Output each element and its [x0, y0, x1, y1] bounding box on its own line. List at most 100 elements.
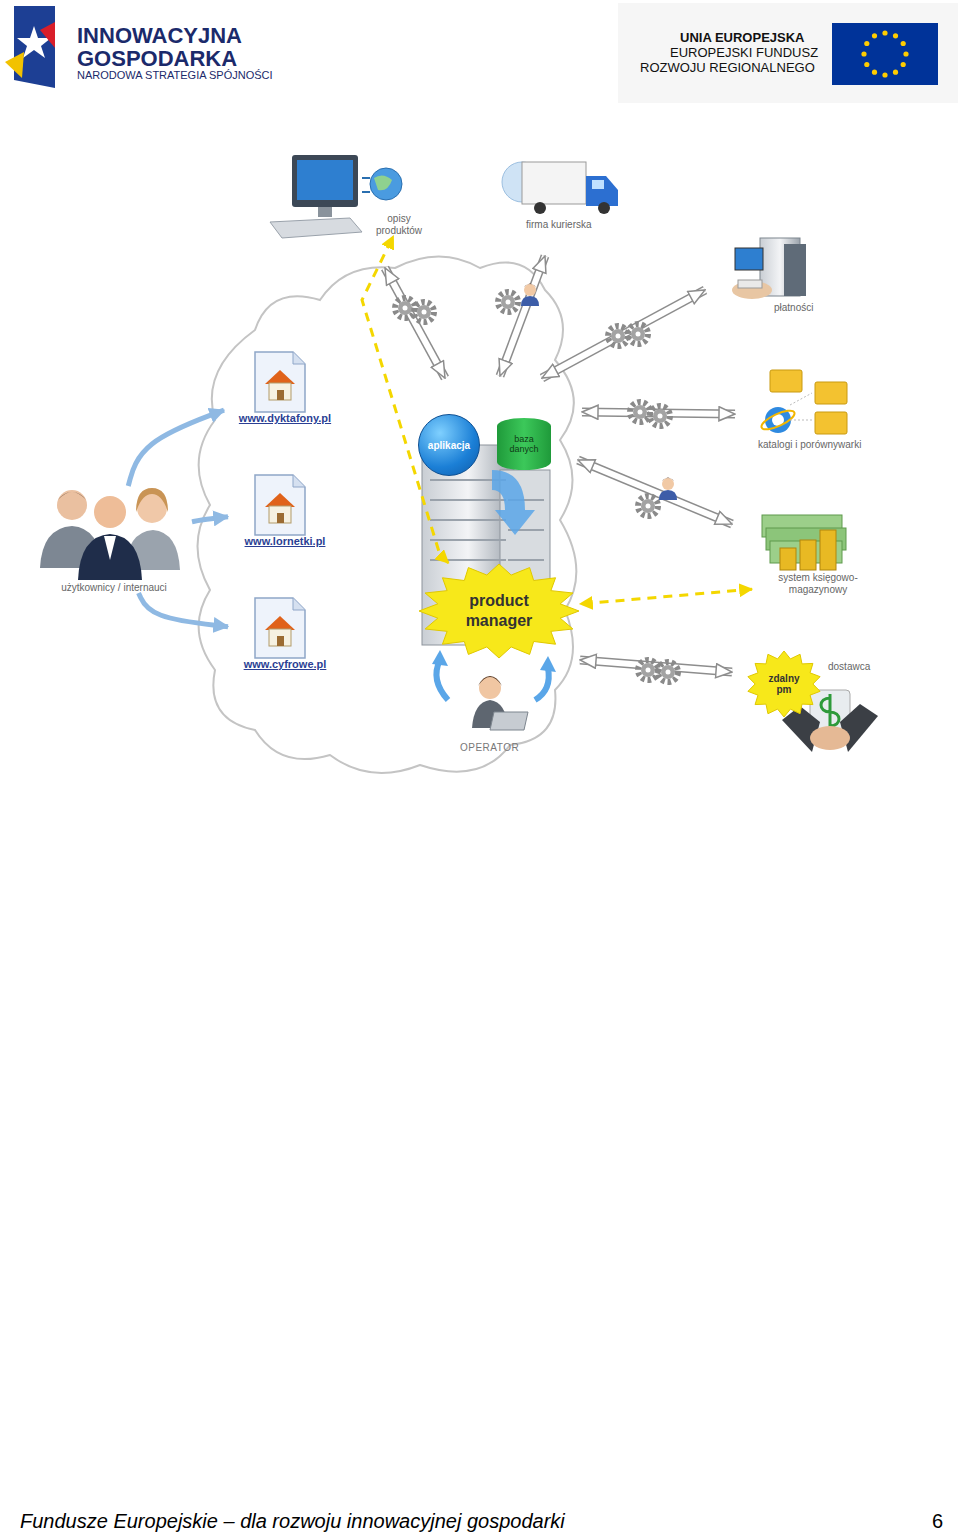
exchange-arrow — [582, 402, 735, 426]
exchange-arrow — [578, 460, 732, 524]
exchange-arrow — [385, 268, 445, 378]
exchange-arrow — [385, 268, 445, 378]
page-icon — [255, 598, 305, 658]
eu-flag — [882, 30, 887, 35]
burst-shape — [419, 564, 579, 658]
header-text: EUROPEJSKI FUNDUSZ — [670, 45, 818, 60]
money-icon — [800, 540, 816, 570]
website-node: www.dyktafony.pl — [224, 350, 346, 424]
catalog-icon — [790, 393, 812, 420]
money-icon — [820, 530, 836, 570]
service-label: firma kurierska — [526, 219, 592, 231]
eu-flag — [903, 51, 908, 56]
computer-icon — [292, 155, 358, 207]
operator-icon — [490, 712, 528, 730]
server-icon — [492, 470, 535, 535]
operator-icon — [432, 650, 448, 666]
operator-icon — [535, 668, 549, 700]
header-text: ROZWOJU REGIONALNEGO — [640, 60, 815, 75]
service-label: katalogi i porównywarki — [758, 439, 861, 451]
operator-label: OPERATOR — [460, 742, 519, 753]
exchange-arrow — [414, 302, 434, 322]
users-icon — [57, 490, 87, 520]
users-icon — [78, 534, 142, 580]
service-label: dostawca — [828, 661, 870, 673]
node-text: aplikacja — [428, 440, 470, 451]
exchange-arrow — [542, 290, 705, 378]
cloud-outline — [198, 257, 577, 774]
header-text: NARODOWA STRATEGIA SPÓJNOŚCI — [77, 69, 273, 81]
header-text: UNIA EUROPEJSKA — [680, 30, 804, 45]
connector — [580, 589, 752, 604]
exchange-arrow — [542, 290, 705, 378]
node-text: www.cyfrowe.pl — [228, 658, 342, 670]
exchange-arrow — [385, 268, 445, 378]
eu-flag — [864, 62, 869, 67]
header-text: GOSPODARKA — [77, 46, 237, 72]
connector — [128, 410, 224, 486]
eu-flag — [864, 41, 869, 46]
eu-flag — [893, 70, 898, 75]
truck-icon — [592, 180, 604, 189]
website-node: www.lornetki.pl — [228, 473, 342, 547]
eu-flag — [872, 33, 877, 38]
eu-flag — [901, 41, 906, 46]
exchange-arrow — [638, 660, 658, 680]
exchange-arrow — [521, 284, 539, 307]
users-icon — [94, 496, 126, 528]
exchange-arrow — [498, 256, 545, 376]
payment-icon — [732, 238, 806, 299]
payment-icon — [784, 244, 806, 296]
users-icon — [58, 492, 86, 500]
eu-flag — [832, 23, 938, 85]
users-node: użytkownicy / internauci — [36, 486, 192, 593]
header-logo-left — [5, 52, 24, 78]
users-icon — [104, 536, 116, 560]
truck-icon — [534, 202, 546, 214]
eu-flag — [893, 33, 898, 38]
operator-icon — [540, 656, 556, 672]
node-text: system księgowo-magazynowy — [752, 572, 884, 595]
burst-shape — [418, 563, 580, 659]
payment-icon — [735, 248, 763, 270]
handshake-icon — [821, 694, 839, 730]
computer-icon — [318, 207, 332, 217]
catalog-icon — [815, 412, 847, 434]
handshake-icon — [810, 726, 850, 750]
exchange-arrow — [638, 496, 658, 516]
catalog-icon — [770, 370, 802, 392]
computer-icon — [362, 178, 370, 192]
catalog-icon — [815, 382, 847, 404]
exchange-arrow — [628, 324, 648, 344]
computer-icon — [374, 175, 392, 190]
node-text: firma kurierska — [526, 219, 592, 231]
node-text: płatności — [774, 302, 813, 314]
page-icon — [255, 475, 305, 535]
catalog-icon — [759, 370, 847, 434]
footer-text: Fundusze Europejskie – dla rozwoju innow… — [20, 1510, 565, 1533]
node-text: zdalny pm — [764, 673, 804, 696]
exchange-arrow — [578, 460, 732, 524]
payment-icon — [732, 281, 772, 299]
truck-icon — [522, 162, 586, 204]
service-label: opisy produktów — [366, 213, 432, 236]
users-icon — [136, 488, 168, 512]
exchange-arrow — [498, 292, 518, 312]
exchange-arrow — [580, 660, 732, 682]
database-cylinder: baza danych — [497, 418, 551, 470]
operator-icon — [479, 677, 501, 699]
payment-icon — [738, 280, 762, 288]
exchange-arrow — [659, 478, 677, 501]
header-panel — [618, 3, 958, 103]
product-manager-burst: product manager — [418, 563, 580, 659]
truck-icon — [586, 176, 618, 206]
application-circle: aplikacja — [418, 414, 480, 476]
connector — [192, 517, 228, 522]
eu-flag — [861, 51, 866, 56]
exchange-arrow — [608, 326, 628, 346]
exchange-arrow — [500, 256, 545, 376]
node-text: katalogi i porównywarki — [758, 439, 861, 451]
connector — [139, 593, 228, 627]
